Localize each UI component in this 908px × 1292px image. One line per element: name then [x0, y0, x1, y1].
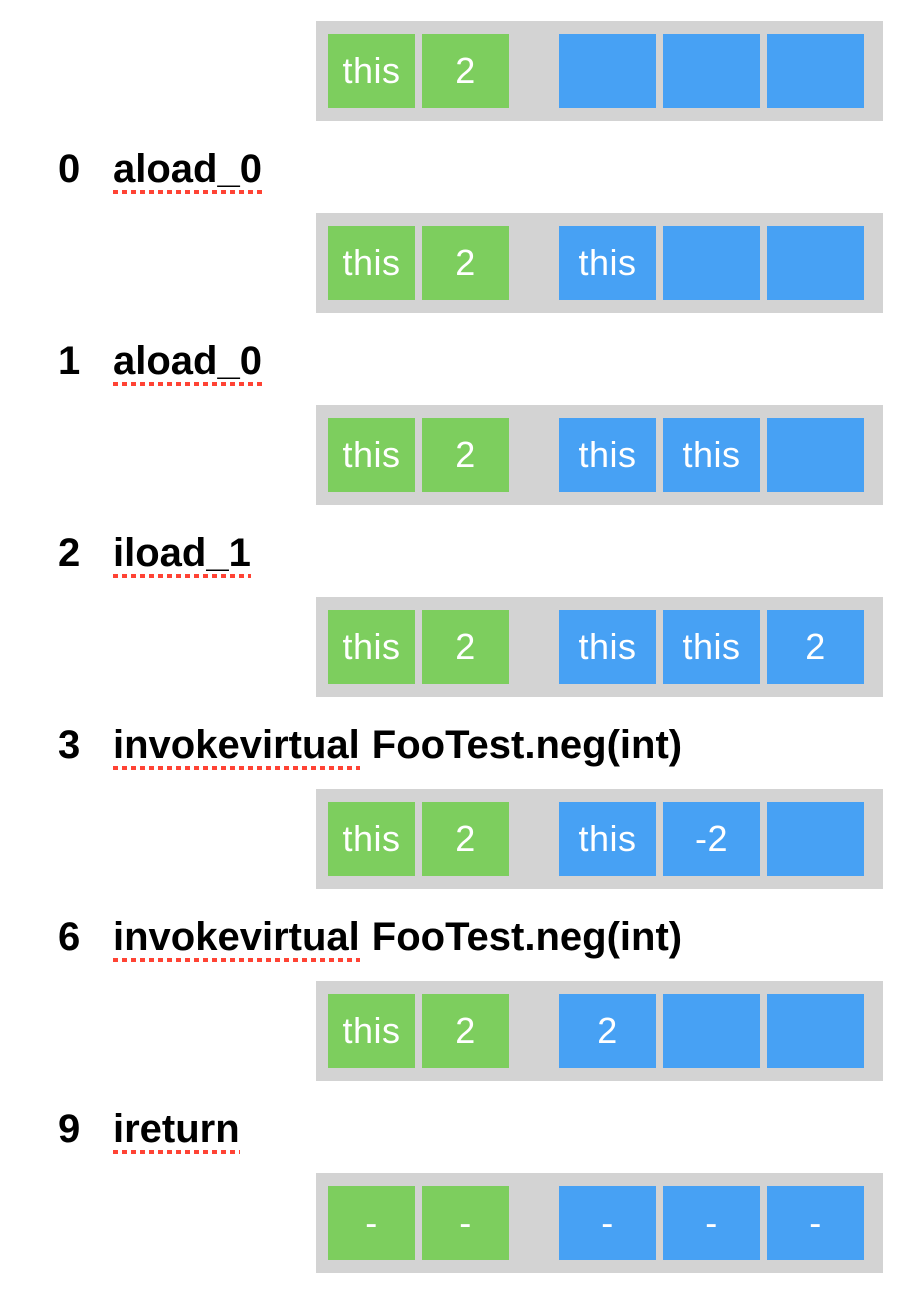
operand-stack-cell: this [663, 610, 760, 684]
operand-stack-cell: this [559, 802, 656, 876]
local-var-cell: this [328, 226, 415, 300]
local-var-cell: this [328, 610, 415, 684]
local-var-cell: - [328, 1186, 415, 1260]
operand-stack-cell [767, 226, 864, 300]
stack-frame-bar-4: this 2 this -2 [316, 789, 883, 889]
stack-frame-bar-1: this 2 this [316, 213, 883, 313]
local-var-cell: this [328, 418, 415, 492]
instruction-line-2: 2 iload_1 [0, 529, 908, 578]
operand-stack-cell [767, 802, 864, 876]
operand-stack-cell [663, 34, 760, 108]
operand-stack-cell [663, 994, 760, 1068]
local-var-cell: this [328, 994, 415, 1068]
instruction-line-5: 9 ireturn [0, 1105, 908, 1154]
operand-stack-cell: -2 [663, 802, 760, 876]
stack-frame-bar-0: this 2 [316, 21, 883, 121]
bytecode-mnemonic: ireturn [113, 1107, 240, 1154]
bytecode-mnemonic: aload_0 [113, 147, 262, 194]
operand-stack-cell: 2 [559, 994, 656, 1068]
bytecode-offset: 1 [58, 339, 81, 383]
operand-stack-cell [767, 34, 864, 108]
operand-stack-cell: this [559, 418, 656, 492]
operand-stack-cell: this [559, 610, 656, 684]
bytecode-mnemonic: iload_1 [113, 531, 251, 578]
operand-stack-cell: this [559, 226, 656, 300]
bytecode-offset: 9 [58, 1107, 81, 1151]
operand-stack-cell [559, 34, 656, 108]
bytecode-offset: 2 [58, 531, 81, 575]
stack-frame-bar-6: - - - - - [316, 1173, 883, 1273]
operand-stack-cell [663, 226, 760, 300]
operand-stack-cell [767, 418, 864, 492]
local-var-cell: 2 [422, 994, 509, 1068]
operand-stack-cell: - [559, 1186, 656, 1260]
bytecode-mnemonic: aload_0 [113, 339, 262, 386]
local-var-cell: 2 [422, 226, 509, 300]
bytecode-offset: 0 [58, 147, 81, 191]
stack-frame-bar-3: this 2 this this 2 [316, 597, 883, 697]
local-var-cell: 2 [422, 418, 509, 492]
operand-stack-cell: this [663, 418, 760, 492]
local-var-cell: 2 [422, 34, 509, 108]
bytecode-offset: 3 [58, 723, 81, 767]
bytecode-offset: 6 [58, 915, 81, 959]
instruction-line-1: 1 aload_0 [0, 337, 908, 386]
operand-stack-cell [767, 994, 864, 1068]
local-var-cell: - [422, 1186, 509, 1260]
stack-frame-bar-2: this 2 this this [316, 405, 883, 505]
operand-stack-cell: 2 [767, 610, 864, 684]
operand-stack-cell: - [663, 1186, 760, 1260]
bytecode-mnemonic: invokevirtual [113, 915, 360, 962]
local-var-cell: this [328, 802, 415, 876]
local-var-cell: 2 [422, 610, 509, 684]
bytecode-mnemonic: invokevirtual [113, 723, 360, 770]
bytecode-operand: FooTest.neg(int) [371, 723, 683, 767]
stack-frame-bar-5: this 2 2 [316, 981, 883, 1081]
instruction-line-0: 0 aload_0 [0, 145, 908, 194]
local-var-cell: this [328, 34, 415, 108]
bytecode-operand: FooTest.neg(int) [371, 915, 683, 959]
local-var-cell: 2 [422, 802, 509, 876]
operand-stack-cell: - [767, 1186, 864, 1260]
